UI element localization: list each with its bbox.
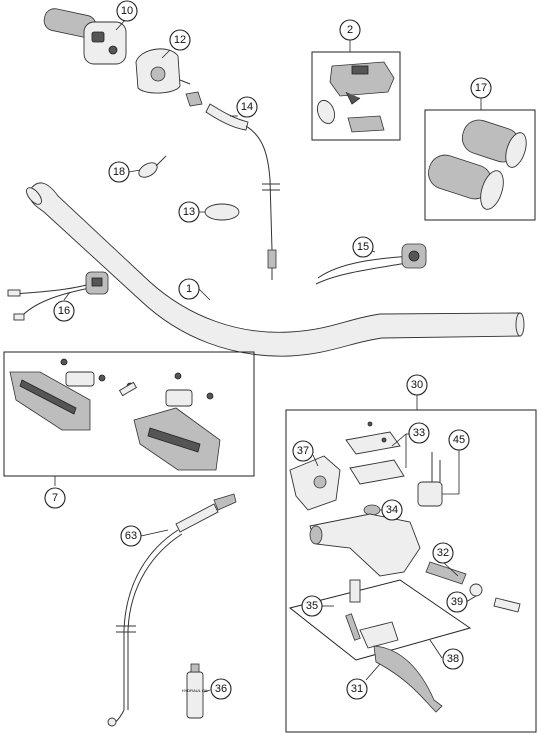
svg-text:15: 15	[357, 241, 369, 253]
clutch-master-cylinder-assembly	[285, 395, 537, 733]
svg-text:36: 36	[215, 683, 227, 695]
throttle-cover	[135, 48, 191, 94]
svg-text:63: 63	[125, 530, 137, 542]
switch-assembly	[311, 51, 401, 141]
left-switch	[7, 271, 109, 321]
callout-38: 38	[442, 648, 464, 670]
svg-text:38: 38	[447, 653, 459, 665]
svg-text:39: 39	[451, 596, 463, 608]
svg-text:17: 17	[475, 82, 487, 94]
callout-63: 63	[120, 525, 142, 547]
callout-7: 7	[44, 487, 66, 509]
callout-45: 45	[448, 429, 470, 451]
kill-switch	[315, 243, 427, 285]
svg-text:1: 1	[186, 283, 192, 295]
svg-text:13: 13	[183, 206, 195, 218]
svg-text:35: 35	[306, 600, 318, 612]
callout-30: 30	[406, 374, 428, 396]
svg-text:37: 37	[297, 445, 309, 457]
svg-text:10: 10	[121, 5, 133, 17]
callout-16: 16	[53, 300, 75, 322]
grip-set	[424, 109, 536, 221]
svg-text:31: 31	[351, 683, 363, 695]
svg-text:18: 18	[113, 166, 125, 178]
svg-text:7: 7	[52, 492, 58, 504]
callout-34: 34	[381, 499, 403, 521]
throttle-cable	[185, 91, 280, 280]
callout-31: 31	[346, 678, 368, 700]
callout-12: 12	[169, 29, 191, 51]
svg-text:45: 45	[453, 434, 465, 446]
svg-text:32: 32	[437, 547, 449, 559]
callout-35: 35	[301, 595, 323, 617]
svg-text:2: 2	[347, 24, 353, 36]
handguard-kit	[3, 351, 255, 477]
hydraulic-oil-bottle: HYDRAUL OIL	[182, 663, 209, 719]
callout-18: 18	[108, 161, 130, 183]
handlebar	[26, 182, 525, 357]
bottle-label: HYDRAUL OIL	[182, 688, 209, 693]
cable-tie	[138, 155, 167, 178]
callout-14: 14	[236, 96, 258, 118]
svg-text:12: 12	[174, 34, 186, 46]
callout-15: 15	[352, 236, 374, 258]
svg-text:16: 16	[58, 305, 70, 317]
svg-text:30: 30	[411, 379, 423, 391]
callout-13: 13	[178, 201, 200, 223]
callout-33: 33	[408, 422, 430, 444]
callout-2: 2	[339, 19, 361, 41]
callout-1: 1	[178, 278, 200, 300]
callout-17: 17	[470, 77, 492, 99]
callout-36: 36	[210, 678, 232, 700]
callout-10: 10	[116, 0, 138, 22]
callout-39: 39	[446, 591, 468, 613]
throttle-grip	[43, 8, 127, 65]
svg-text:33: 33	[413, 427, 425, 439]
svg-text:14: 14	[241, 101, 253, 113]
clutch-hose	[107, 493, 237, 727]
svg-text:34: 34	[386, 504, 398, 516]
o-ring	[204, 203, 240, 221]
callout-37: 37	[292, 440, 314, 462]
callout-32: 32	[432, 542, 454, 564]
